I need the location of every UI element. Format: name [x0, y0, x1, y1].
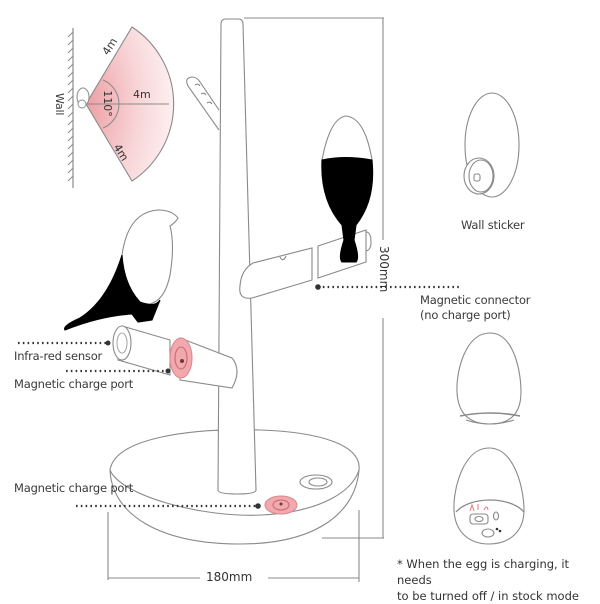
egg-charging-icon — [453, 447, 525, 545]
wall-sticker-label: Wall sticker — [461, 218, 525, 232]
bird-icon — [321, 156, 374, 263]
magnetic-connector-note: (no charge port) — [420, 308, 511, 322]
bird-right-head — [321, 115, 373, 161]
angle-label: 110° — [100, 90, 114, 117]
footnote-line-2: to be turned off / in stock mode — [397, 589, 579, 603]
footnote-line-1: * When the egg is charging, it needs — [397, 557, 570, 587]
base-charge-port-label: Magnetic charge port — [14, 481, 134, 495]
bird-left-black — [64, 254, 161, 331]
dimension-lines — [107, 17, 384, 582]
wall-sticker-egg — [463, 92, 520, 198]
egg-icon — [456, 332, 522, 425]
wall-label: Wall — [53, 93, 66, 116]
range-middle-label: 4m — [133, 88, 151, 101]
footnote: * When the egg is charging, it needs to … — [397, 556, 600, 604]
height-dimension-label: 300mm — [377, 246, 391, 293]
lamp-trunk — [217, 18, 257, 495]
fov-angle-arc — [102, 79, 120, 129]
tree-lamp — [64, 18, 374, 545]
leader-lines — [18, 284, 460, 509]
magnetic-connector-label: Magnetic connector — [420, 293, 531, 307]
charge-port-icon — [169, 337, 193, 379]
sensor-range-inset — [67, 26, 175, 188]
bird-branch-charge — [179, 337, 238, 389]
bird-charge-port-label: Magnetic charge port — [14, 377, 134, 391]
wall-hatch-icon — [67, 31, 74, 182]
small-branch — [186, 76, 220, 131]
infra-red-sensor-label: Infra-red sensor — [14, 349, 103, 363]
right-branch — [239, 247, 313, 299]
width-dimension-label: 180mm — [206, 570, 253, 584]
